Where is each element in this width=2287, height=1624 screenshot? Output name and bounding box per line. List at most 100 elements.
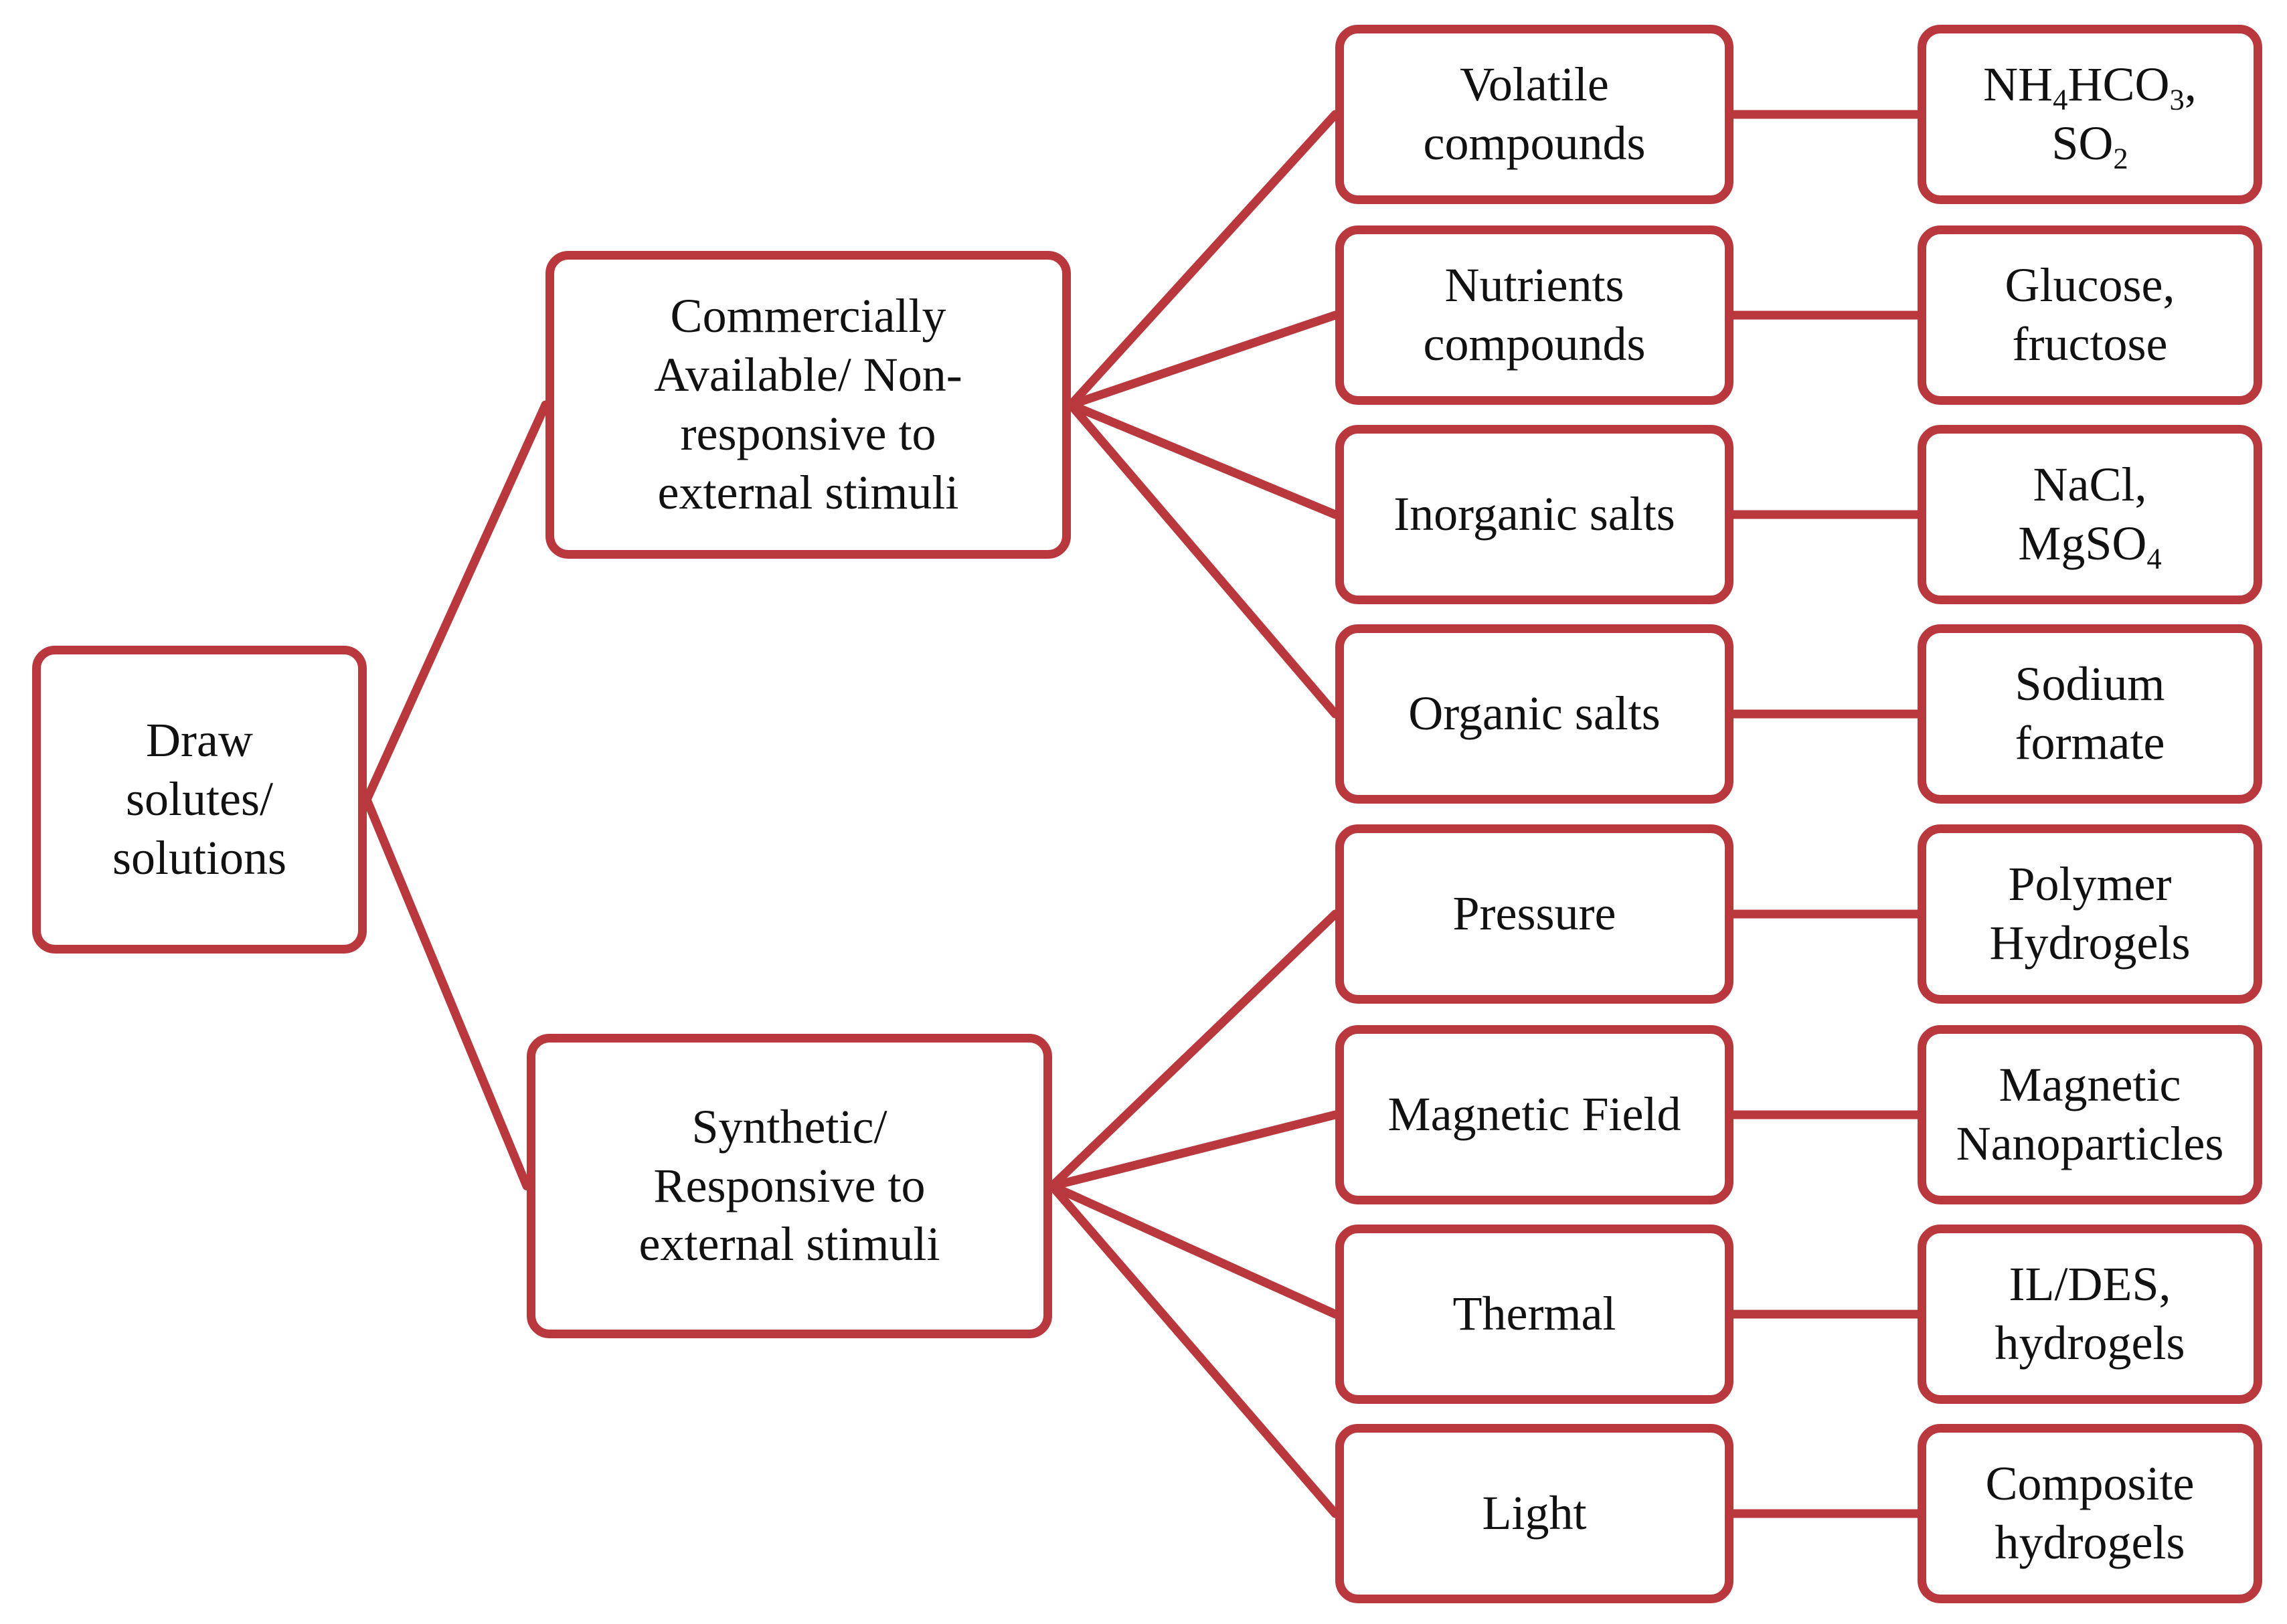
example-node-line: NH4HCO3, <box>1983 56 2197 114</box>
example-node-label: NH4HCO3,SO2 <box>1983 56 2197 173</box>
formula-text: formate <box>2015 716 2165 770</box>
formula-text: hydrogels <box>1995 1316 2185 1370</box>
category-node-line: Thermal <box>1452 1287 1616 1341</box>
branch-node-line: Commercially <box>670 289 946 343</box>
example-node-line: Glucose, <box>2005 256 2175 315</box>
example-node-line: hydrogels <box>1995 1314 2185 1373</box>
formula-text: IL/DES, <box>2009 1257 2171 1312</box>
category-node-line: Organic salts <box>1408 687 1661 741</box>
formula-text: HCO <box>2067 58 2170 112</box>
formula-subscript: 4 <box>2053 82 2068 116</box>
example-node-line: Magnetic <box>1956 1056 2224 1115</box>
example-node-line: Hydrogels <box>1990 914 2191 973</box>
branch-node-line: Synthetic/ <box>691 1099 887 1154</box>
example-node-line: hydrogels <box>1985 1514 2194 1572</box>
connector-branch-to-category <box>1047 909 1340 1190</box>
formula-text: , <box>2184 58 2197 112</box>
category-node: Magnetic Field <box>1335 1025 1733 1204</box>
example-node-label: NaCl,MgSO4 <box>2018 456 2161 573</box>
formula-subscript: 3 <box>2169 82 2185 116</box>
branch-node-line: Available/ Non- <box>654 348 962 402</box>
category-node: Inorganic salts <box>1335 425 1733 604</box>
example-node: IL/DES,hydrogels <box>1918 1225 2262 1404</box>
formula-text: Polymer <box>2008 857 2172 911</box>
example-node-label: IL/DES,hydrogels <box>1995 1255 2185 1373</box>
formula-text: MgSO <box>2018 517 2147 570</box>
category-node-label: Organic salts <box>1408 685 1661 743</box>
connector-branch-to-category <box>1066 110 1340 410</box>
root-node-line: solutes/ <box>125 772 273 826</box>
category-node-label: Thermal <box>1453 1285 1616 1344</box>
category-node-line: Inorganic salts <box>1393 487 1675 541</box>
formula-text: Nanoparticles <box>1956 1117 2224 1170</box>
example-node-line: Sodium <box>2015 655 2165 714</box>
connector-branch-to-category <box>1066 400 1340 719</box>
branch-node-line: external stimuli <box>657 465 959 519</box>
category-node: Organic salts <box>1335 624 1733 804</box>
category-node-line: Light <box>1482 1486 1587 1540</box>
example-node-line: SO2 <box>1983 114 2197 173</box>
formula-text: NH <box>1983 58 2053 112</box>
category-node-line: Nutrients <box>1444 258 1624 312</box>
example-node-line: fructose <box>2005 315 2175 374</box>
example-node: NH4HCO3,SO2 <box>1918 25 2262 204</box>
connector-branch-to-category <box>1066 400 1340 519</box>
formula-text: fructose <box>2012 317 2168 371</box>
connector-branch-to-category <box>1047 1182 1340 1518</box>
formula-text: Glucose, <box>2005 258 2175 312</box>
formula-subscript: 2 <box>2113 141 2128 175</box>
example-node-line: Polymer <box>1990 855 2191 914</box>
formula-text: hydrogels <box>1995 1516 2185 1569</box>
connector-branch-to-category <box>1047 1110 1340 1190</box>
root-node-line: solutions <box>112 830 287 885</box>
category-node-label: Light <box>1483 1484 1587 1543</box>
category-node-line: Magnetic Field <box>1387 1087 1681 1142</box>
branch-node-line: Responsive to <box>653 1158 926 1212</box>
branch-node-line: external stimuli <box>639 1217 940 1271</box>
connector-branch-to-category <box>1066 310 1340 410</box>
connector-branch-to-category <box>1047 1182 1340 1319</box>
category-node: Thermal <box>1335 1225 1733 1404</box>
example-node-line: IL/DES, <box>1995 1255 2185 1314</box>
category-node-line: compounds <box>1423 317 1646 371</box>
root-node-line: Draw <box>146 713 253 768</box>
category-node-label: Magnetic Field <box>1388 1085 1681 1144</box>
connector-root-to-branch <box>362 400 550 804</box>
formula-text: Sodium <box>2015 657 2165 711</box>
example-node-line: MgSO4 <box>2018 515 2161 573</box>
connector-root-to-branch <box>362 795 531 1190</box>
formula-text: Hydrogels <box>1989 916 2191 970</box>
category-node: Light <box>1335 1424 1733 1603</box>
formula-text: SO <box>2051 116 2114 170</box>
category-node-line: compounds <box>1423 116 1646 170</box>
example-node-line: NaCl, <box>2018 456 2161 515</box>
category-node: Pressure <box>1335 824 1733 1004</box>
category-node-label: Inorganic salts <box>1393 485 1675 544</box>
formula-subscript: 4 <box>2146 541 2162 575</box>
branch-node-line: responsive to <box>680 407 936 460</box>
formula-text: Composite <box>1985 1457 2195 1511</box>
example-node: Glucose,fructose <box>1918 225 2262 405</box>
example-node-line: formate <box>2015 714 2165 773</box>
example-node-label: Glucose,fructose <box>2005 256 2175 374</box>
